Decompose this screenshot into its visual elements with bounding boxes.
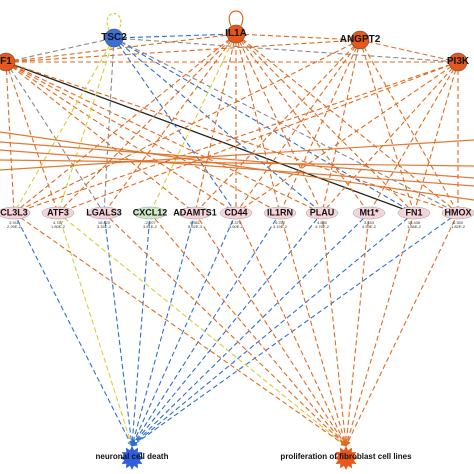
regulator-node-il1a[interactable] [226,10,246,44]
edge-hmox-to-neuronal [131,212,459,447]
target-node-lgals3[interactable] [87,206,121,220]
edge-il1rn-to-neuronal [131,212,281,447]
edge-angpt2-to-hmox [359,39,459,214]
regulator-shape-tsc2 [104,28,124,48]
edge-f1-to-adamts1 [5,61,196,214]
edge-tsc2-to-hmox [113,37,459,214]
edge-il1a-to-mt1 [235,33,370,214]
target-node-plau[interactable] [305,206,339,220]
edge-mt1-to-prolif [343,212,370,447]
edge-angpt2-to-cl3l3 [13,39,361,214]
edge-pi3k-to-fn1 [412,61,459,214]
edge-atf3-to-neuronal [57,212,134,447]
target-node-cxcl12[interactable] [133,206,167,220]
edge-il1a-to-plau [235,33,323,214]
edge-tsc2-to-atf3 [56,37,115,214]
regulator-node-pi3k[interactable] [448,52,468,72]
edge-cd44-to-prolif [235,212,347,447]
edge-f1-to-fn1 [5,61,415,215]
target-node-cd44[interactable] [219,206,253,220]
edge-f1-to-lgals3 [5,61,105,214]
regulator-node-angpt2[interactable] [350,30,370,50]
edge-fn1-to-prolif [344,212,415,447]
self-loop-il1a [228,10,244,27]
edge-tsc2-to-cd44 [113,37,237,214]
edge-il1a-to-angpt2 [235,33,361,43]
regulator-shape-f1 [0,52,16,72]
edge-lgals3-to-neuronal [103,212,135,447]
solid-edge-2 [0,159,474,167]
edge-f1-to-atf3 [5,61,59,214]
regulator-shape-il1a [226,24,246,44]
edge-tsc2-to-il1a [113,31,237,39]
solid-edge-3 [0,139,474,171]
edge-il1a-to-il1rn [235,33,282,214]
edge-f1-to-angpt2 [5,37,361,63]
edge-angpt2-to-cd44 [235,39,361,214]
edge-il1a-to-lgals3 [103,33,237,214]
regulator-node-tsc2[interactable] [104,13,124,48]
edge-pi3k-to-cl3l3 [13,61,459,215]
regulator-shape-angpt2 [350,30,370,50]
edge-f1-to-cl3l3 [5,61,17,214]
target-node-cl3l3[interactable] [0,206,31,220]
edge-hmox-to-prolif [345,212,459,447]
regulator-shape-pi3k [448,52,468,72]
edge-f1-to-plau [5,61,323,214]
edge-cl3l3-to-neuronal [13,212,133,447]
target-node-hmox[interactable] [441,206,474,220]
edge-tsc2-to-plau [113,37,323,214]
edge-pi3k-to-plau [321,61,459,214]
edge-adamts1-to-neuronal [130,212,196,447]
target-node-fn1[interactable] [397,206,431,220]
edge-tsc2-to-lgals3 [101,37,115,214]
edge-il1a-to-atf3 [57,33,237,214]
edge-pi3k-to-cd44 [235,61,459,214]
edge-plau-to-prolif [321,212,349,447]
solid-edge-0 [0,141,474,179]
edges-layer [5,31,461,447]
edge-f1-to-il1rn [5,61,281,214]
edge-tsc2-to-cl3l3 [13,37,115,214]
edge-cd44-to-neuronal [131,212,237,447]
self-loop-tsc2 [106,13,122,31]
edge-il1a-to-hmox [235,33,459,214]
edge-mt1-to-neuronal [131,212,370,447]
target-node-adamts1[interactable] [178,206,212,220]
target-node-atf3[interactable] [41,206,75,220]
background-solid-edges [0,131,474,201]
edge-angpt2-to-pi3k [359,39,459,64]
edge-lgals3-to-prolif [103,212,347,447]
nodes-layer [0,10,474,470]
target-node-il1rn[interactable] [263,206,297,220]
edge-f1-to-cd44 [5,61,237,214]
edge-atf3-to-prolif [57,212,347,447]
edge-fn1-to-neuronal [131,212,415,447]
edge-cxcl12-to-prolif [149,212,347,447]
edge-plau-to-neuronal [131,212,323,447]
regulator-node-f1[interactable] [0,52,16,72]
edge-il1a-to-adamts1 [193,33,237,214]
function-node-neuronal[interactable] [120,446,144,470]
target-node-mt1[interactable] [352,206,386,220]
edge-adamts1-to-prolif [194,212,347,447]
edge-cl3l3-to-prolif [13,212,347,447]
function-node-prolif[interactable] [334,446,358,470]
edge-angpt2-to-fn1 [359,39,416,214]
edge-pi3k-to-mt1 [368,61,459,214]
edge-tsc2-to-pi3k [113,37,459,65]
edge-angpt2-to-il1rn [279,39,361,214]
edge-il1a-to-fn1 [235,33,415,214]
edge-il1a-to-cl3l3 [13,33,237,214]
edge-angpt2-to-plau [320,39,361,214]
edge-tsc2-to-fn1 [113,37,415,214]
edge-il1rn-to-prolif [279,212,348,447]
edge-pi3k-to-atf3 [57,61,459,214]
edge-cxcl12-to-neuronal [129,212,151,447]
solid-edge-1 [0,149,474,187]
edge-f1-to-tsc2 [5,36,115,63]
solid-edge-4 [0,131,474,201]
